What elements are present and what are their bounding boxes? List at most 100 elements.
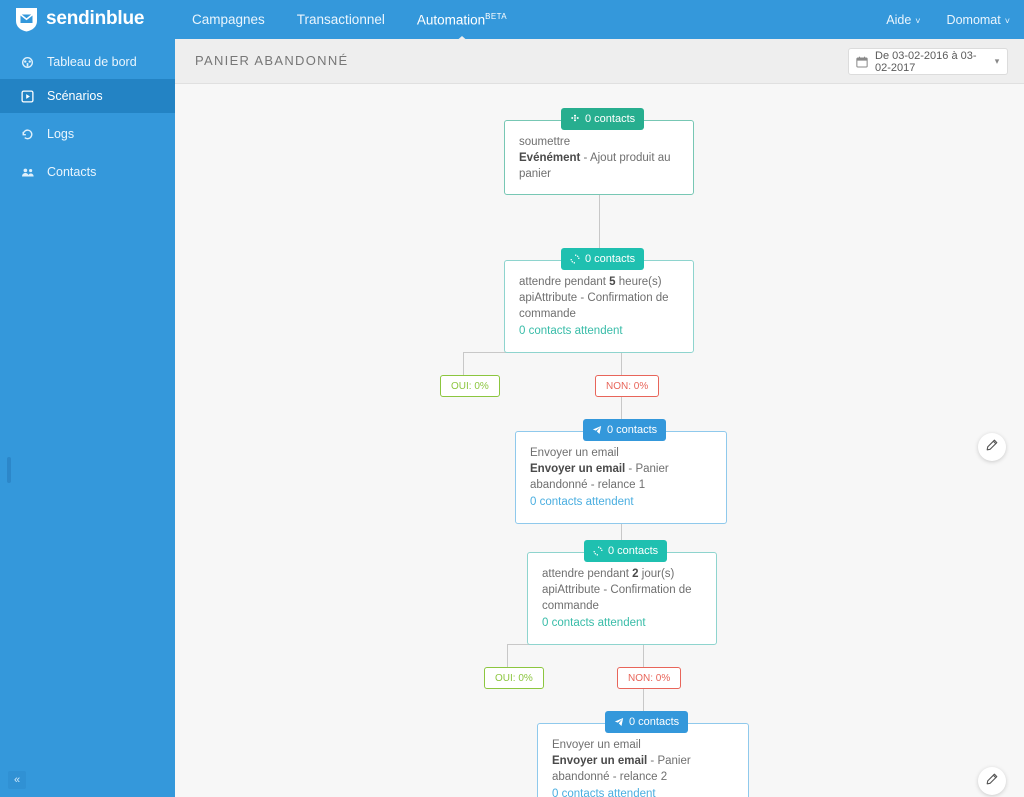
nav-item-transactionnel[interactable]: Transactionnel bbox=[297, 1, 385, 38]
workflow-node-wait-2[interactable]: 0 contacts attendre pendant 2 jour(s) ap… bbox=[527, 540, 717, 645]
nav-item-campagnes[interactable]: Campagnes bbox=[192, 1, 265, 38]
node-badge-count-email-1: 0 contacts bbox=[607, 424, 658, 436]
sidebar-item-logs[interactable]: Logs bbox=[0, 117, 175, 151]
node-badge-wait-2[interactable]: 0 contacts bbox=[584, 540, 668, 562]
send-icon bbox=[592, 425, 602, 435]
beta-badge: BETA bbox=[485, 11, 508, 21]
main-nav: Campagnes Transactionnel AutomationBETA bbox=[192, 0, 508, 44]
node-badge-count-email-2: 0 contacts bbox=[629, 716, 680, 728]
connector-split1-left-down bbox=[463, 352, 464, 376]
sidebar-label-contacts: Contacts bbox=[47, 165, 97, 179]
wait-2-duration: 2 bbox=[632, 568, 639, 580]
node-badge-email-1[interactable]: 0 contacts bbox=[583, 419, 667, 441]
sidebar-item-tableau-de-bord[interactable]: Tableau de bord bbox=[0, 45, 175, 79]
node-line2-wait-1: apiAttribute - Confirmation de commande bbox=[519, 292, 669, 320]
node-line1-wait-1: attendre pendant 5 heure(s) bbox=[519, 274, 679, 290]
connector-non2-to-email2 bbox=[643, 687, 644, 723]
date-range-picker[interactable]: De 03-02-2016 à 03-02-2017 ▾ bbox=[848, 48, 1008, 75]
nav-item-automation[interactable]: AutomationBETA bbox=[416, 1, 508, 44]
connector-split1-right-down bbox=[621, 352, 622, 376]
history-icon bbox=[20, 128, 35, 141]
branch-label-non-2: NON: 0% bbox=[628, 672, 671, 684]
connector-email1-to-wait2 bbox=[621, 500, 622, 552]
scenarios-icon bbox=[20, 89, 35, 103]
node-waiting-link-wait-1[interactable]: 0 contacts attendent bbox=[519, 325, 623, 337]
connector-split2-left-down bbox=[507, 644, 508, 668]
page-header: PANIER ABANDONNÉ De 03-02-2016 à 03-02-2… bbox=[175, 39, 1024, 84]
workflow-node-trigger[interactable]: 0 contacts soumettre Evénément - Ajout p… bbox=[504, 108, 694, 195]
edit-button-2[interactable] bbox=[978, 767, 1006, 795]
wait-2-prefix: attendre pendant bbox=[542, 568, 633, 580]
chevron-down-icon: ˅ bbox=[1004, 15, 1010, 26]
sidebar-drag-handle[interactable] bbox=[7, 457, 11, 483]
account-menu[interactable]: Domomat˅ bbox=[947, 13, 1010, 27]
node-line2-rest-trigger: - Ajout produit au panier bbox=[519, 152, 671, 180]
pencil-icon bbox=[986, 438, 998, 456]
node-line1-email-1: Envoyer un email bbox=[530, 447, 619, 459]
node-line1-trigger: soumettre bbox=[519, 136, 571, 148]
nav-label-automation: Automation bbox=[416, 12, 486, 28]
sidebar-label-tableau-de-bord: Tableau de bord bbox=[47, 55, 137, 69]
top-navigation-bar: sendinblue Campagnes Transactionnel Auto… bbox=[0, 0, 1024, 44]
sidebar-item-contacts[interactable]: Contacts bbox=[0, 155, 175, 189]
send-icon bbox=[614, 717, 624, 727]
node-badge-email-2[interactable]: 0 contacts bbox=[605, 711, 689, 733]
connector-entry-to-wait1 bbox=[599, 172, 600, 256]
sidebar-collapse-button[interactable]: « bbox=[8, 771, 26, 789]
sidebar-item-scenarios[interactable]: Scénarios bbox=[0, 79, 175, 113]
brand-name: sendinblue bbox=[46, 8, 145, 29]
node-waiting-link-email-2[interactable]: 0 contacts attendent bbox=[552, 788, 656, 797]
node-line2-rest-email-1: - Panier abandonné - relance 1 bbox=[530, 463, 669, 491]
help-menu[interactable]: Aide˅ bbox=[886, 13, 920, 27]
top-right-menu: Aide˅ Domomat˅ bbox=[886, 0, 1010, 39]
node-line2-strong-trigger: Evénément bbox=[519, 152, 581, 164]
brand-logo[interactable]: sendinblue bbox=[14, 6, 144, 32]
workflow-node-wait-1[interactable]: 0 contacts attendre pendant 5 heure(s) a… bbox=[504, 248, 694, 353]
node-line2-wait-2: apiAttribute - Confirmation de commande bbox=[542, 584, 692, 612]
calendar-icon bbox=[849, 56, 875, 68]
node-line2-strong-email-1: Envoyer un email bbox=[530, 463, 626, 475]
branch-chip-non-1[interactable]: NON: 0% bbox=[595, 375, 660, 397]
workflow-node-email-1[interactable]: 0 contacts Envoyer un email Envoyer un e… bbox=[515, 419, 727, 524]
wait-1-unit: heure(s) bbox=[615, 276, 662, 288]
workflow-canvas[interactable]: 0 contacts soumettre Evénément - Ajout p… bbox=[175, 84, 1024, 797]
nav-label-campagnes: Campagnes bbox=[192, 12, 265, 27]
node-line2-rest-email-2: - Panier abandonné - relance 2 bbox=[552, 755, 691, 783]
workflow-node-email-2[interactable]: 0 contacts Envoyer un email Envoyer un e… bbox=[537, 711, 749, 797]
sidebar: Tableau de bord Scénarios Logs Contacts … bbox=[0, 39, 175, 797]
active-tab-pointer bbox=[453, 36, 470, 44]
dashboard-icon bbox=[20, 56, 35, 69]
nav-label-transactionnel: Transactionnel bbox=[296, 12, 385, 27]
connector-non1-to-email1 bbox=[621, 395, 622, 431]
refresh-icon bbox=[593, 546, 603, 556]
node-line1-wait-2: attendre pendant 2 jour(s) bbox=[542, 566, 702, 582]
chevron-down-icon: ˅ bbox=[915, 15, 921, 26]
branch-label-oui-2: OUI: 0% bbox=[495, 672, 533, 684]
node-badge-trigger[interactable]: 0 contacts bbox=[561, 108, 645, 130]
branch-chip-oui-1[interactable]: OUI: 0% bbox=[440, 375, 500, 397]
wait-2-unit: jour(s) bbox=[638, 568, 675, 580]
node-line1-email-2: Envoyer un email bbox=[552, 739, 641, 751]
branch-chip-non-2[interactable]: NON: 0% bbox=[617, 667, 682, 689]
branch-chip-oui-2[interactable]: OUI: 0% bbox=[484, 667, 544, 689]
pencil-icon bbox=[986, 772, 998, 790]
help-menu-label: Aide bbox=[886, 12, 912, 27]
chevron-down-icon: ▾ bbox=[994, 56, 1000, 66]
date-range-value: De 03-02-2016 à 03-02-2017 bbox=[875, 49, 977, 74]
node-badge-count-wait-2: 0 contacts bbox=[608, 545, 659, 557]
connector-split2-right-down bbox=[643, 644, 644, 668]
node-waiting-link-email-1[interactable]: 0 contacts attendent bbox=[530, 496, 634, 508]
wait-1-duration: 5 bbox=[609, 276, 616, 288]
branch-label-oui-1: OUI: 0% bbox=[451, 380, 489, 392]
page-title: PANIER ABANDONNÉ bbox=[195, 53, 349, 68]
node-line2-trigger: Evénément - Ajout produit au panier bbox=[519, 150, 679, 182]
node-badge-count-wait-1: 0 contacts bbox=[585, 253, 636, 265]
branch-label-non-1: NON: 0% bbox=[606, 380, 649, 392]
account-menu-label: Domomat bbox=[946, 12, 1001, 27]
node-badge-wait-1[interactable]: 0 contacts bbox=[561, 248, 645, 270]
node-line2-email-2: Envoyer un email - Panier abandonné - re… bbox=[552, 753, 734, 785]
node-line2-email-1: Envoyer un email - Panier abandonné - re… bbox=[530, 461, 712, 493]
node-waiting-link-wait-2[interactable]: 0 contacts attendent bbox=[542, 617, 646, 629]
edit-button-1[interactable] bbox=[978, 433, 1006, 461]
